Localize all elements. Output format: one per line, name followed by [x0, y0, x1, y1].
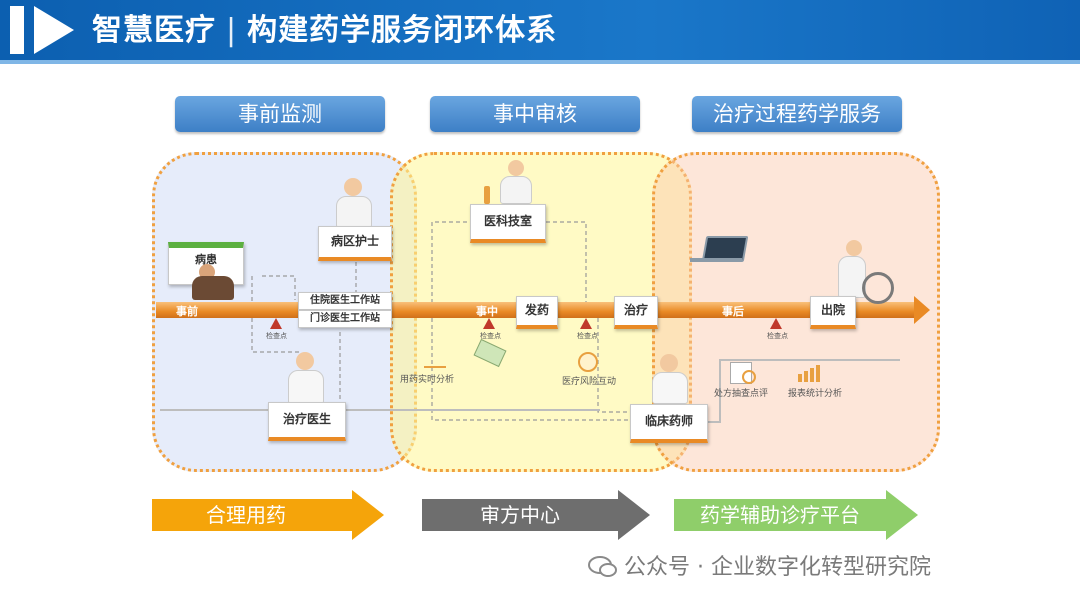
connector-lab-right — [546, 221, 587, 302]
checkpoint-icon-post — [770, 318, 782, 329]
arrow2-label: 审方中心 — [480, 503, 560, 527]
connector-lab-left — [431, 221, 468, 310]
arrow2-shaft — [422, 499, 618, 531]
risk-interaction-icon — [578, 352, 598, 372]
checkpoint-icon-mid1 — [483, 318, 495, 329]
checkpoint-icon-mid2 — [580, 318, 592, 329]
title-right: 构建药学服务闭环体系 — [247, 13, 558, 48]
discharge-box: 出院 — [810, 296, 856, 329]
clinical-pharmacist-box: 临床药师 — [630, 404, 708, 443]
arrow3-head — [886, 490, 918, 540]
timeline-label-post: 事后 — [722, 305, 744, 318]
lab-scientist-body-icon — [500, 176, 532, 204]
treatment-box: 治疗 — [614, 296, 658, 329]
arrow2-head — [618, 490, 650, 540]
doctor-head-icon — [296, 352, 314, 370]
laptop-base-icon — [690, 258, 742, 262]
magnifier-icon — [742, 370, 756, 384]
patient-label: 病患 — [195, 253, 217, 266]
risk-interaction-label: 医疗风险互动 — [562, 377, 617, 387]
treating-doctor-box: 治疗医生 — [268, 402, 346, 441]
pharmacist-body-icon — [652, 372, 688, 404]
header-banner — [0, 0, 1080, 62]
title-separator: | — [226, 13, 238, 48]
base-line-right — [706, 359, 900, 423]
connector-risk — [597, 318, 630, 413]
arrow3-shaft — [674, 499, 886, 531]
timeline-arrowhead — [914, 296, 930, 324]
title-left: 智慧医疗 — [92, 13, 216, 48]
patient-body-icon — [192, 276, 234, 300]
wechat-icon — [588, 556, 617, 577]
arrow1-label: 合理用药 — [206, 503, 286, 527]
phase-mid-review: 事中审核 — [430, 96, 640, 132]
prescription-review-label: 处方抽查点评 — [714, 389, 769, 399]
inpatient-station-box: 住院医生工作站 — [298, 292, 392, 310]
checkpoint-caption-pre: 检查点 — [266, 332, 287, 340]
arrow1-shaft — [152, 499, 352, 531]
pharmacist-head-icon — [660, 354, 678, 372]
outpatient-station-box: 门诊医生工作站 — [298, 310, 392, 328]
phase-treatment-service: 治疗过程药学服务 — [692, 96, 902, 132]
header-stripe — [0, 60, 1080, 64]
report-chart-icon — [798, 365, 820, 382]
discharge-doctor-head-icon — [846, 240, 862, 256]
arrow3-label: 药学辅助诊疗平台 — [700, 503, 860, 527]
ward-nurse-box: 病区护士 — [318, 226, 392, 261]
nurse-head-icon — [344, 178, 362, 196]
connector-patient-top — [262, 275, 296, 300]
arrow1-head — [352, 490, 384, 540]
lab-scientist-head-icon — [508, 160, 524, 176]
nurse-body-icon — [336, 196, 372, 228]
checkpoint-icon-pre — [270, 318, 282, 329]
timeline-label-mid: 事中 — [476, 305, 498, 318]
checkpoint-caption-post: 检查点 — [767, 332, 788, 340]
report-analysis-label: 报表统计分析 — [788, 389, 843, 399]
watermark-text: 公众号 · 企业数字化转型研究院 — [624, 555, 931, 580]
pulse-analysis-icon — [424, 352, 446, 368]
checkpoint-caption-mid1: 检查点 — [480, 332, 501, 340]
wheelchair-icon — [862, 272, 894, 304]
connector-bottom-mid — [431, 318, 630, 421]
phase-pre-monitoring: 事前监测 — [175, 96, 385, 132]
doctor-body-icon — [288, 370, 324, 404]
dispense-box: 发药 — [516, 296, 558, 329]
discharge-doctor-body-icon — [838, 256, 866, 298]
header-chevron-icon — [34, 6, 74, 54]
test-tube-icon — [484, 186, 490, 204]
medical-lab-box: 医科技室 — [470, 204, 546, 243]
connector-patient-station — [251, 276, 300, 353]
header-bar-icon — [10, 6, 24, 54]
checkpoint-caption-mid2: 检查点 — [577, 332, 598, 340]
realtime-analysis-label: 用药实时分析 — [400, 375, 455, 385]
page-title: 智慧医疗 | 构建药学服务闭环体系 — [92, 10, 557, 52]
timeline-label-pre: 事前 — [176, 305, 198, 318]
